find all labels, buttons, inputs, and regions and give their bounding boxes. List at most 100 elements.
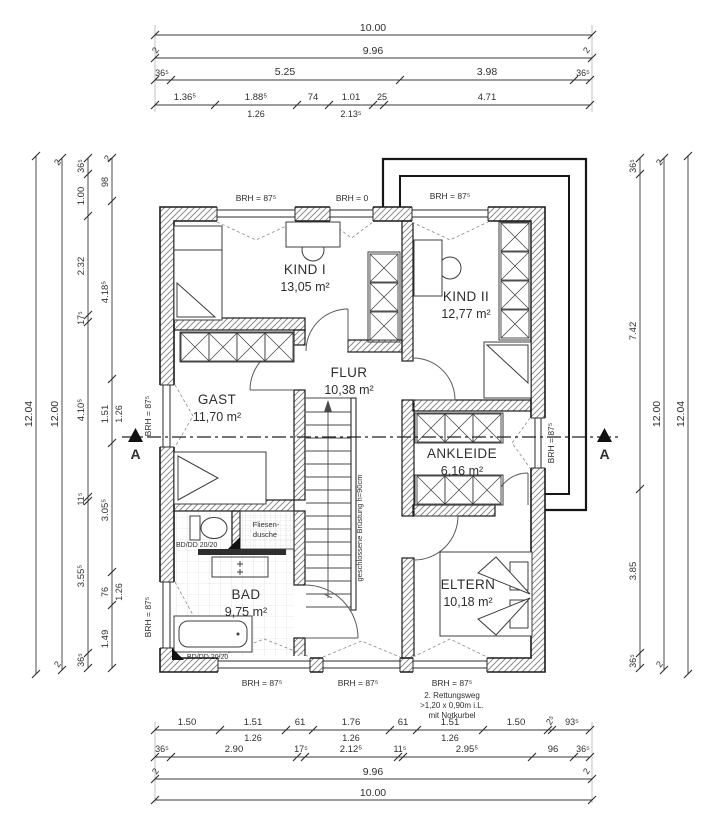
room-area-flur: 10,38 m² <box>324 383 373 397</box>
brh-top-1: BRH = 87⁵ <box>236 193 277 203</box>
window-hall-bottom <box>322 640 401 674</box>
svg-text:1.51: 1.51 <box>100 405 111 424</box>
svg-text:1.26: 1.26 <box>244 733 262 743</box>
svg-text:1.50: 1.50 <box>178 717 197 728</box>
svg-text:98: 98 <box>100 177 110 187</box>
svg-text:12.04: 12.04 <box>675 401 687 427</box>
svg-text:4.71: 4.71 <box>478 92 497 103</box>
svg-text:2: 2 <box>150 45 161 55</box>
svg-text:4.18⁵: 4.18⁵ <box>100 281 111 303</box>
section-arrow-right <box>597 428 612 442</box>
svg-text:2.13⁵: 2.13⁵ <box>340 109 362 119</box>
windows <box>158 205 546 674</box>
shower-label-1: Fliesen- <box>253 520 280 529</box>
svg-text:2: 2 <box>102 153 113 163</box>
svg-text:1.26: 1.26 <box>114 405 124 423</box>
svg-text:36⁵: 36⁵ <box>576 744 590 754</box>
svg-text:4.10⁵: 4.10⁵ <box>76 399 87 421</box>
svg-text:2: 2 <box>52 659 63 669</box>
svg-text:3.05⁵: 3.05⁵ <box>100 499 111 521</box>
room-area-eltern: 10,18 m² <box>443 595 492 609</box>
window-brh0 <box>329 205 374 239</box>
vanity-counter <box>198 549 286 555</box>
svg-text:36⁵: 36⁵ <box>76 653 86 667</box>
bath-fixtures <box>172 510 295 660</box>
doors <box>249 308 529 639</box>
wardrobe-ankleide-bottom <box>414 474 504 506</box>
window-ankleide-right <box>511 417 546 469</box>
svg-text:1.00: 1.00 <box>76 187 87 206</box>
svg-text:2: 2 <box>654 157 665 167</box>
svg-text:12.00: 12.00 <box>49 401 61 427</box>
stair-balustrade-note: geschlossene Brüstung h=90cm <box>355 475 364 582</box>
dim-top-996: 9.96 <box>363 45 384 57</box>
svg-text:1.88⁵: 1.88⁵ <box>245 92 267 103</box>
brh-left-1: BRH = 87⁵ <box>143 396 153 437</box>
toilet <box>200 517 228 539</box>
svg-text:5.25: 5.25 <box>275 66 296 78</box>
svg-text:36⁵: 36⁵ <box>155 744 169 754</box>
svg-text:11⁵: 11⁵ <box>393 744 406 754</box>
svg-text:76: 76 <box>100 587 110 597</box>
room-area-kind1: 13,05 m² <box>280 280 329 294</box>
window-bath-bottom <box>217 638 311 674</box>
shower-label-2: dusche <box>253 530 277 539</box>
svg-text:12.04: 12.04 <box>23 401 35 427</box>
room-label-kind2: KIND II <box>443 289 489 304</box>
svg-text:1.76: 1.76 <box>342 717 361 728</box>
section-line: A A <box>122 428 618 462</box>
dimensions-left: 12.04 12.00 2 2 36⁵ 1.00 2.32 17⁵ 4.10⁵ … <box>23 151 124 679</box>
wardrobe-gast <box>179 331 295 363</box>
door-kind1 <box>305 308 349 352</box>
svg-text:96: 96 <box>548 744 559 755</box>
section-letter-right: A <box>599 446 609 462</box>
svg-text:2: 2 <box>654 659 665 669</box>
svg-text:1.01: 1.01 <box>342 92 361 103</box>
brh-bottom-1: BRH = 87⁵ <box>242 678 283 688</box>
stair-walk-line <box>323 410 333 599</box>
svg-text:17⁵: 17⁵ <box>76 311 86 325</box>
svg-text:2: 2 <box>52 157 63 167</box>
interior-walls <box>173 220 532 659</box>
svg-text:36⁵: 36⁵ <box>628 654 638 668</box>
room-label-kind1: KIND I <box>284 262 326 277</box>
room-label-eltern: ELTERN <box>441 577 496 592</box>
window-eltern-bottom <box>412 638 488 674</box>
svg-text:2: 2 <box>581 45 592 55</box>
svg-text:11⁵: 11⁵ <box>76 492 86 505</box>
staircase <box>306 397 357 611</box>
svg-text:3.98: 3.98 <box>477 66 498 78</box>
svg-text:61: 61 <box>295 717 306 728</box>
room-area-ankleide: 6,16 m² <box>441 464 483 478</box>
brh-bottom-2: BRH = 87⁵ <box>338 678 379 688</box>
svg-text:25: 25 <box>377 92 387 102</box>
svg-text:1.50: 1.50 <box>507 717 526 728</box>
brh-right-1: BRH = 87⁵ <box>546 423 556 464</box>
desk-kind1 <box>285 221 341 248</box>
svg-text:36⁵: 36⁵ <box>155 68 169 78</box>
section-arrow-left <box>128 428 143 442</box>
svg-text:1.26: 1.26 <box>114 583 124 601</box>
room-label-ankleide: ANKLEIDE <box>427 446 497 461</box>
section-letter-left: A <box>130 446 140 462</box>
svg-text:1.36⁵: 1.36⁵ <box>174 92 196 103</box>
room-area-gast: 11,70 m² <box>193 410 241 424</box>
svg-text:1.26: 1.26 <box>247 109 265 119</box>
washbasin <box>211 556 269 578</box>
door-kind2 <box>412 357 456 401</box>
svg-text:93⁵: 93⁵ <box>565 717 579 727</box>
annotations: BRH = 87⁵ BRH = 0 BRH = 87⁵ BRH = 87⁵ BR… <box>143 191 556 720</box>
room-label-bad: BAD <box>232 587 261 602</box>
svg-text:7.42: 7.42 <box>628 322 639 341</box>
svg-text:2: 2 <box>150 766 161 776</box>
brh-left-2: BRH = 87⁵ <box>143 597 153 638</box>
svg-text:36⁵: 36⁵ <box>576 68 590 78</box>
drain-marker-2 <box>172 648 184 660</box>
dim-top-total: 10.00 <box>360 22 386 34</box>
svg-text:1.51: 1.51 <box>244 717 263 728</box>
wardrobe-ankleide-top <box>414 412 504 444</box>
furniture <box>173 221 533 637</box>
room-area-bad: 9,75 m² <box>225 605 267 619</box>
svg-text:2.12⁵: 2.12⁵ <box>340 744 362 755</box>
